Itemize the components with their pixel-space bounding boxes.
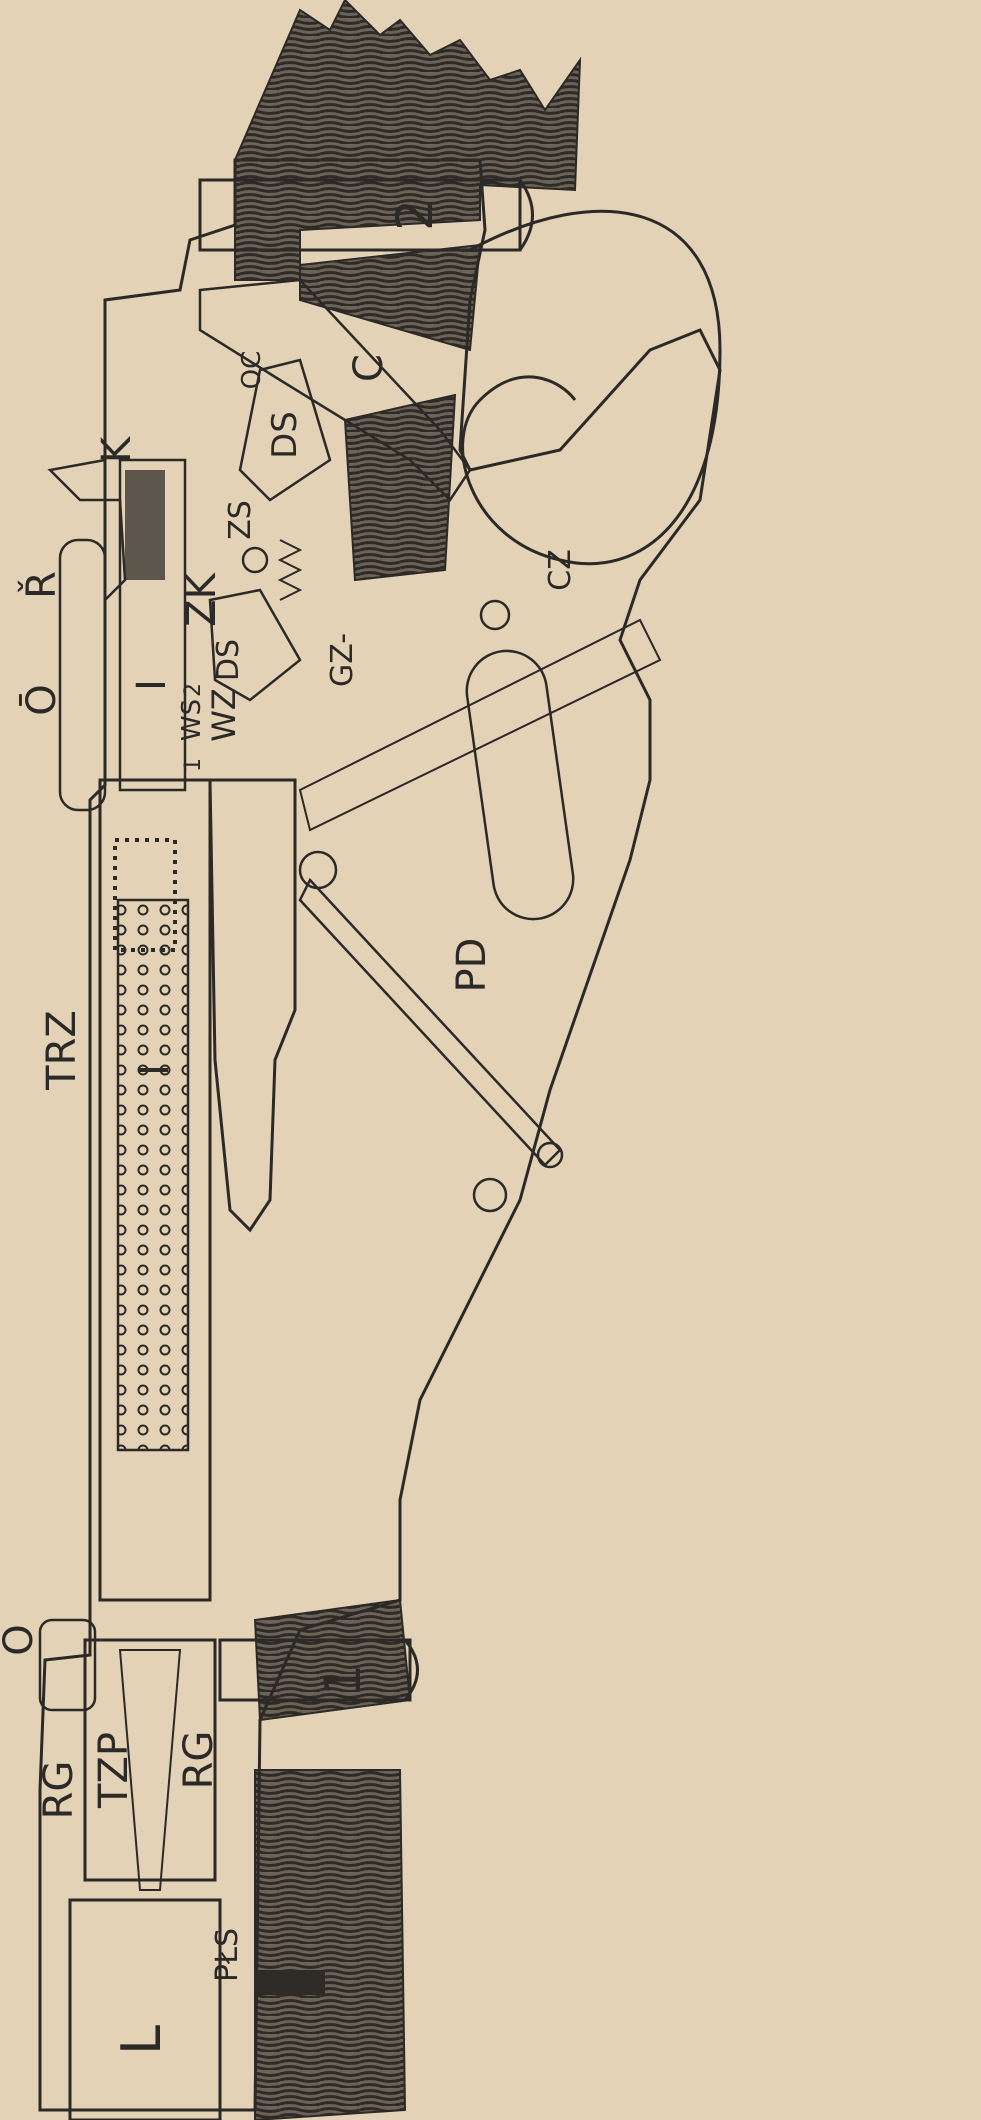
rear-cap	[68, 1898, 222, 2120]
top-housing-rear	[38, 1618, 97, 1712]
label-rg-bottom: RG	[176, 1731, 222, 1790]
wood-stock-bottom	[254, 1769, 407, 2120]
wood-insert-mid	[343, 393, 457, 582]
label-r: Ř	[17, 571, 65, 599]
bolt-housing	[98, 778, 212, 1602]
firing-pin-spring	[116, 898, 190, 1452]
wood-stock-lower	[253, 1598, 412, 1722]
rod-pivot-top	[298, 850, 338, 890]
label-screw-2: 2	[386, 199, 444, 231]
label-i-upper: I	[129, 679, 175, 691]
label-pd: PD	[449, 938, 495, 993]
label-screw-1: 1	[314, 1664, 372, 1696]
wood-insert-right	[299, 243, 482, 352]
lever-slot	[465, 649, 575, 921]
label-ws: WS	[177, 699, 207, 741]
label-oc: OC	[237, 351, 267, 390]
firing-pin-tip	[125, 470, 165, 580]
label-trz: TRZ	[39, 1010, 85, 1091]
screw-1-head	[403, 1639, 419, 1701]
label-pls: PŁS	[210, 1928, 245, 1982]
wood-stock-upper	[234, 0, 582, 281]
label-ws-1: 1	[181, 758, 206, 772]
cartridge	[208, 778, 297, 1233]
label-tzp: TZP	[91, 1732, 137, 1809]
label-cz: CZ	[543, 549, 578, 591]
label-ws-2: 2	[181, 683, 206, 697]
label-k: K	[94, 435, 140, 463]
connecting-rod	[298, 877, 562, 1167]
label-l: L	[110, 2025, 173, 2055]
label-i-lower: I	[132, 1064, 178, 1076]
label-zs: ZS	[223, 500, 258, 540]
label-ds-upper: DS	[265, 411, 305, 459]
cz-pivot	[479, 599, 511, 631]
sear-pivot	[241, 546, 269, 574]
trigger-guard	[461, 209, 722, 566]
lever-arm	[298, 618, 662, 832]
sear-lower	[208, 588, 302, 702]
label-ds-lower: DS	[211, 639, 246, 681]
lower-pivot	[472, 1177, 508, 1213]
tzp-cone	[118, 1649, 182, 1891]
label-rg-top: RG	[36, 1761, 82, 1820]
label-c: C	[346, 354, 392, 382]
label-wz: WZ	[205, 688, 243, 742]
screw-2	[198, 178, 522, 252]
sear-spring	[277, 539, 303, 601]
screw-2-head	[518, 179, 534, 251]
pls-pin	[255, 1970, 325, 1995]
top-lever	[47, 458, 127, 604]
tzp-block	[83, 1638, 217, 1882]
trigger	[198, 278, 472, 502]
label-gz: GZ-	[325, 633, 360, 687]
label-o-bottom: Ō	[0, 1624, 42, 1655]
rod-pivot-bottom	[536, 1141, 564, 1169]
top-housing-o	[58, 538, 107, 812]
label-zk: ZK	[179, 571, 225, 626]
threaded-section	[113, 838, 177, 952]
label-o-top: Ō	[18, 684, 65, 715]
sear-upper	[238, 358, 332, 502]
screw-1	[218, 1638, 412, 1702]
bolt-upper	[118, 458, 187, 792]
